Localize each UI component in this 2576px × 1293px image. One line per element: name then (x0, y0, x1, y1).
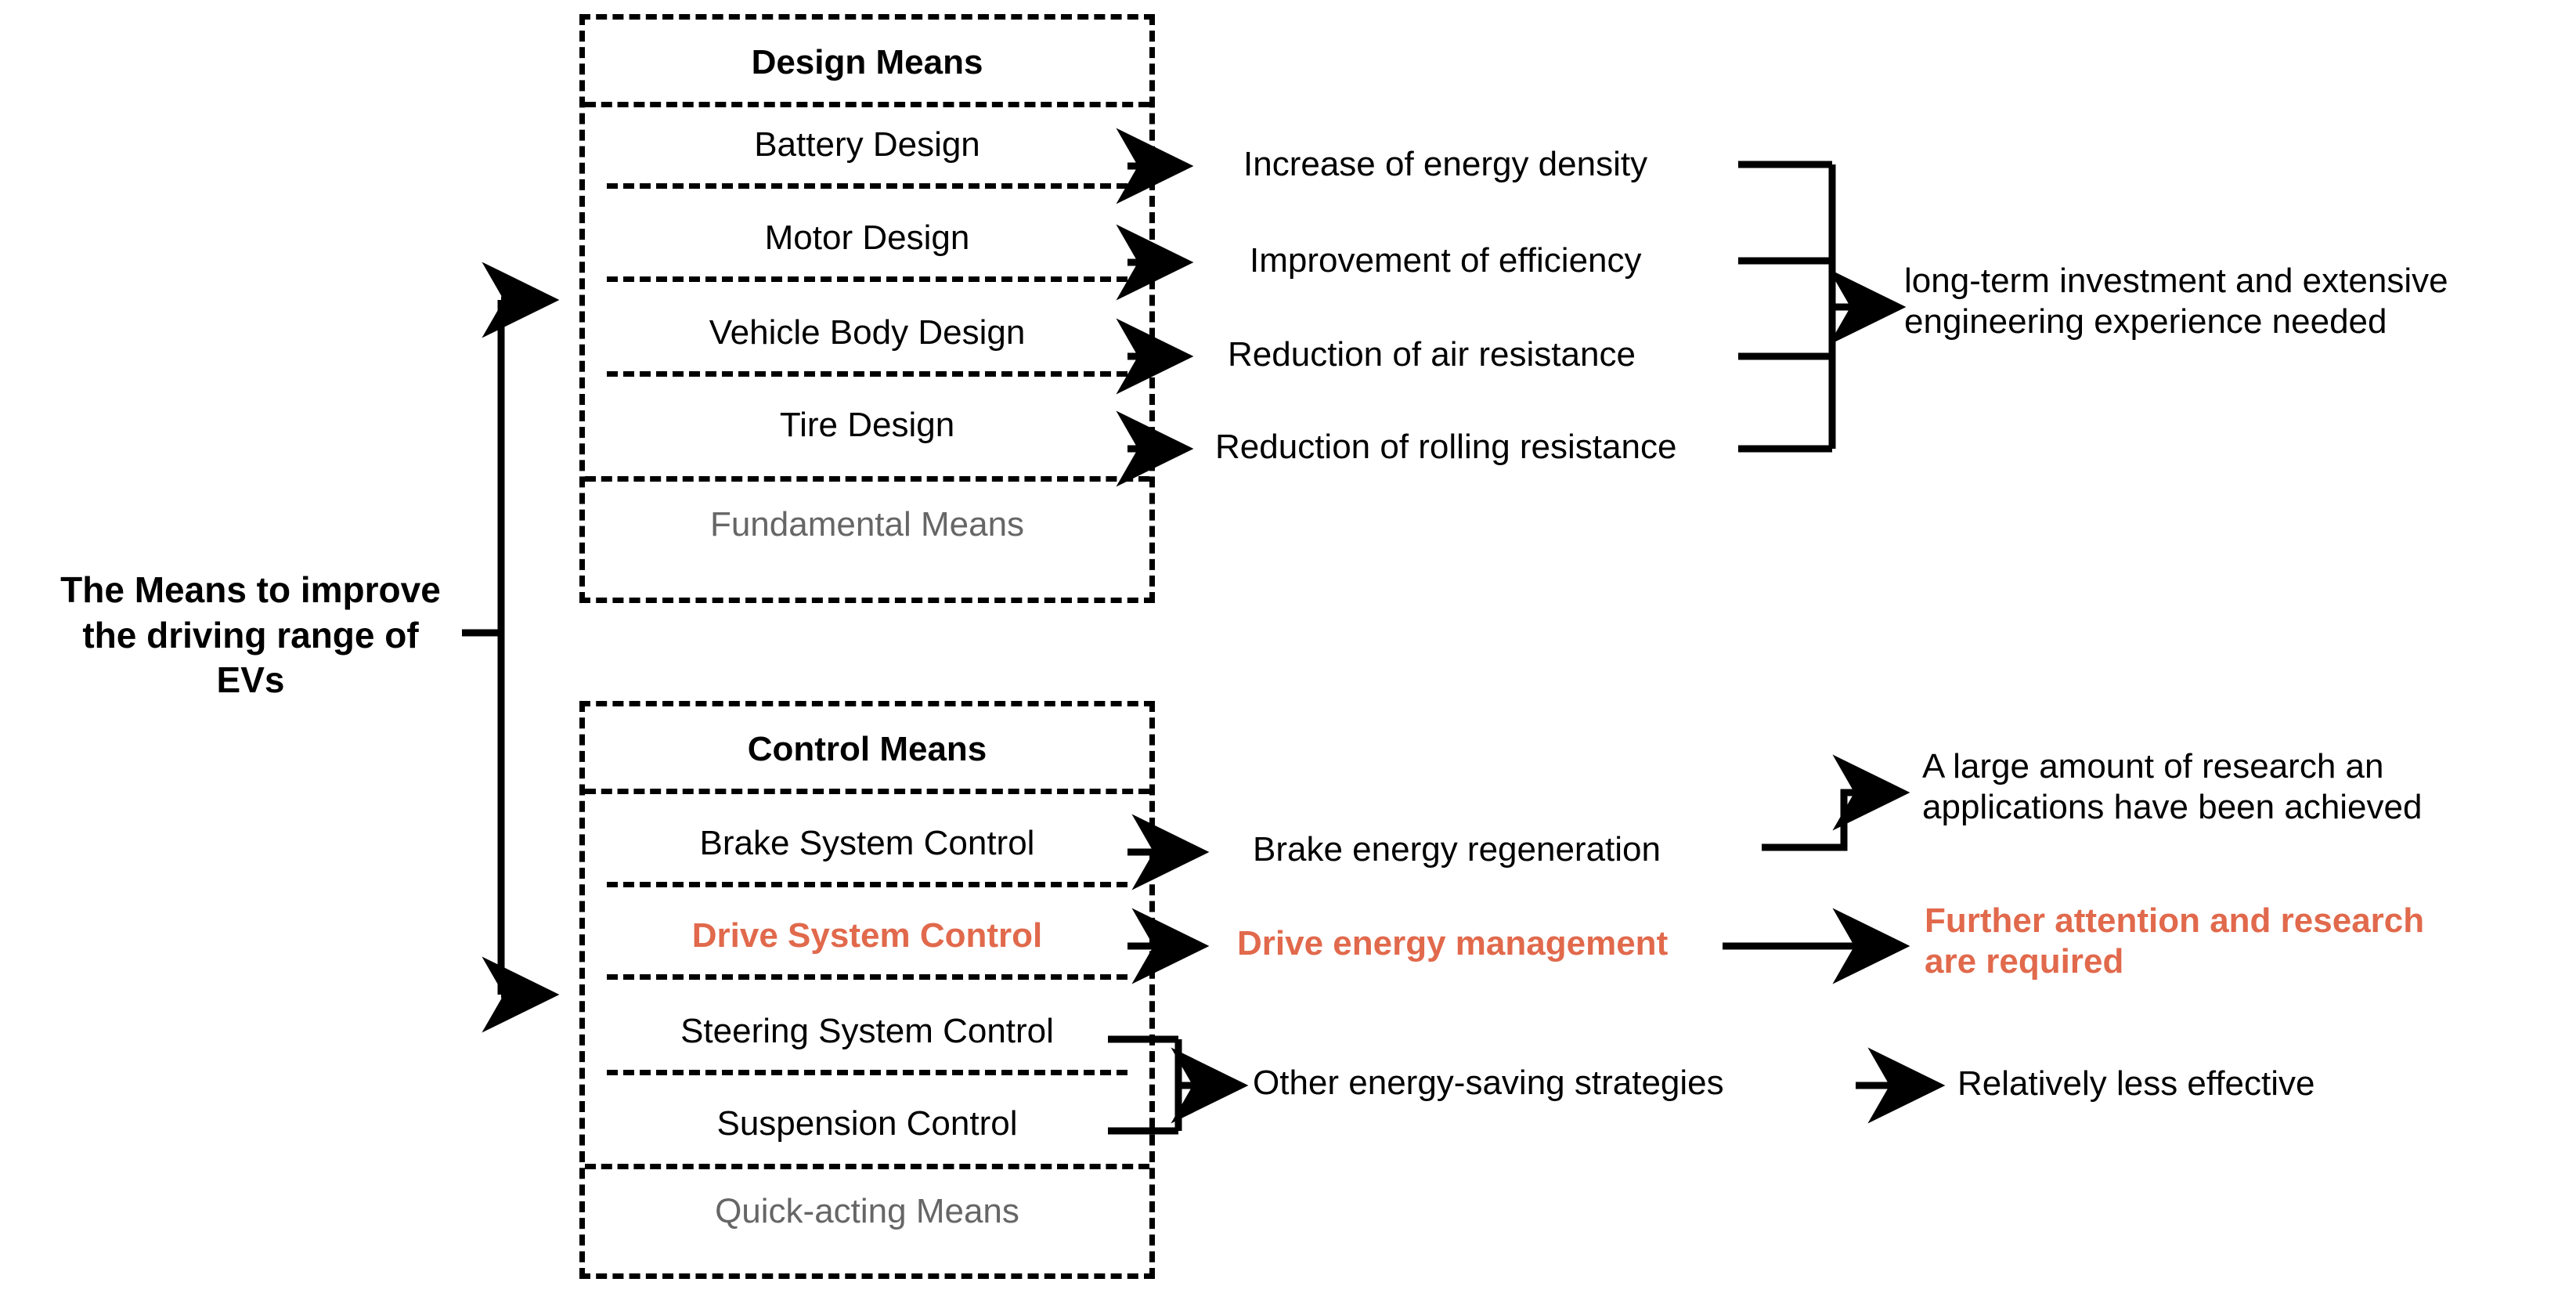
divider-steering-suspension (607, 1070, 1127, 1075)
row-steering-system-control[interactable]: Steering System Control (680, 1012, 1054, 1050)
group-title-control-means: Control Means (747, 730, 987, 768)
group-box-design-means: Design Means Battery Design Motor Design… (579, 14, 1155, 603)
arrow-regen-to-research-achieved (1762, 754, 1910, 851)
divider-suspension-footer (585, 1164, 1149, 1169)
conclusion-long-term-investment-line2: engineering experience needed (1904, 302, 2387, 341)
divider-motor-body (607, 276, 1127, 282)
conclusion-further-attention: Further attention and research are requi… (1925, 901, 2424, 982)
row-suspension-control[interactable]: Suspension Control (716, 1104, 1018, 1143)
row-battery-design[interactable]: Battery Design (754, 125, 980, 164)
conclusion-long-term-investment: long-term investment and extensive engin… (1904, 261, 2448, 342)
conclusion-long-term-investment-line1: long-term investment and extensive (1904, 262, 2448, 300)
group-footer-fundamental-means: Fundamental Means (709, 505, 1025, 544)
outcome-reduction-of-rolling-resistance: Reduction of rolling resistance (1215, 428, 1677, 466)
divider-body-tire (607, 371, 1127, 377)
row-drive-system-control[interactable]: Drive System Control (691, 916, 1043, 955)
row-motor-design[interactable]: Motor Design (764, 219, 970, 257)
outcome-improvement-of-efficiency: Improvement of efficiency (1250, 241, 1642, 280)
conclusion-research-achieved-line1: A large amount of research an (1922, 747, 2384, 786)
root-label: The Means to improve the driving range o… (60, 569, 441, 700)
conclusion-further-attention-line1: Further attention and research (1925, 901, 2425, 940)
conclusion-research-achieved-line2: applications have been achieved (1922, 787, 2423, 826)
group-footer-quick-acting-means: Quick-acting Means (715, 1192, 1019, 1230)
conclusion-less-effective: Relatively less effective (1957, 1064, 2315, 1104)
divider-brake-drive (607, 882, 1127, 887)
outcome-drive-energy-management: Drive energy management (1237, 924, 1669, 963)
outcome-brake-energy-regeneration: Brake energy regeneration (1253, 830, 1661, 869)
conclusion-less-effective-line1: Relatively less effective (1957, 1064, 2315, 1103)
divider-drive-steering (607, 974, 1127, 980)
divider-design-title (585, 102, 1149, 107)
row-brake-system-control[interactable]: Brake System Control (699, 824, 1035, 862)
conclusion-further-attention-line2: are required (1925, 941, 2124, 981)
row-tire-design[interactable]: Tire Design (779, 406, 955, 444)
group-title-design-means: Design Means (751, 43, 983, 81)
row-vehicle-body-design[interactable]: Vehicle Body Design (709, 313, 1026, 352)
outcome-other-energy-saving-strategies: Other energy-saving strategies (1253, 1064, 1724, 1102)
divider-tire-footer (585, 476, 1149, 482)
divider-battery-motor (607, 183, 1127, 189)
outcome-increase-of-energy-density: Increase of energy density (1243, 145, 1648, 183)
conclusion-research-achieved: A large amount of research an applicatio… (1922, 746, 2422, 828)
divider-control-title (585, 789, 1149, 794)
group-box-control-means: Control Means Brake System Control Drive… (579, 701, 1155, 1279)
outcome-reduction-of-air-resistance: Reduction of air resistance (1228, 335, 1636, 374)
